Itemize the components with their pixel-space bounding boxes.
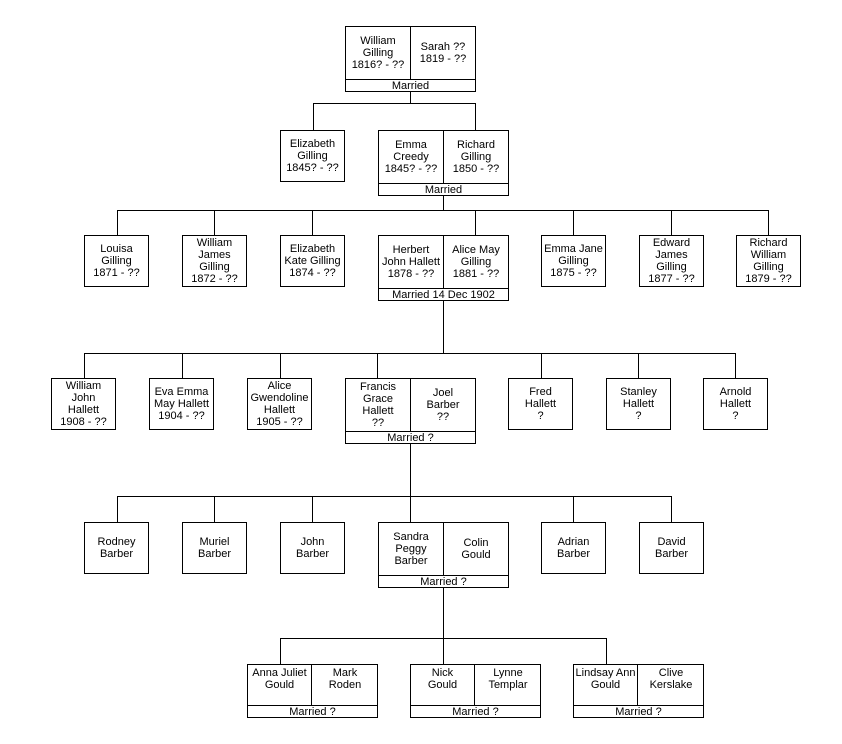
couple-francis-joel[interactable]: Francis Grace Hallett ?? Joel Barber ?? …: [345, 378, 476, 444]
person-elizabeth-kate-gilling[interactable]: Elizabeth Kate Gilling 1874 - ??: [280, 235, 345, 287]
connector: [606, 638, 607, 664]
connector: [475, 103, 476, 130]
person-emma-creedy: Emma Creedy 1845? - ??: [379, 131, 444, 183]
person-colin-gould: Colin Gould: [461, 537, 491, 561]
person-sarah: Sarah ?? 1819 - ??: [419, 41, 467, 65]
person-fred-hallett[interactable]: Fred Hallett ?: [508, 378, 573, 430]
connector: [312, 496, 313, 522]
connector: [735, 353, 736, 378]
person-john-barber[interactable]: John Barber: [280, 522, 345, 574]
person-william-gilling: William Gilling 1816? - ??: [346, 27, 411, 79]
person-muriel-barber[interactable]: Muriel Barber: [182, 522, 247, 574]
person-william-james-gilling[interactable]: William James Gilling 1872 - ??: [182, 235, 247, 287]
connector: [573, 496, 574, 522]
connector: [117, 496, 118, 522]
connector: [214, 496, 215, 522]
marriage-label: Married ?: [411, 705, 540, 718]
connector: [312, 210, 313, 235]
connector: [443, 183, 444, 210]
person-joel-barber: Joel Barber ??: [426, 387, 460, 423]
marriage-label: Married: [346, 79, 475, 92]
person-alice-may-gilling: Alice May Gilling 1881 - ??: [452, 244, 500, 280]
person-lynne-templar: Lynne Templar: [488, 667, 528, 691]
person-alice-gwendoline-hallett[interactable]: Alice Gwendoline Hallett 1905 - ??: [247, 378, 312, 430]
connector: [313, 103, 314, 130]
couple-sandra-colin[interactable]: Sandra Peggy Barber Colin Gould Married …: [378, 522, 509, 588]
marriage-label: Married: [379, 183, 508, 196]
connector: [377, 353, 378, 378]
connector: [214, 210, 215, 235]
person-edward-james-gilling[interactable]: Edward James Gilling 1877 - ??: [639, 235, 704, 287]
person-emma-jane-gilling[interactable]: Emma Jane Gilling 1875 - ??: [541, 235, 606, 287]
connector: [475, 210, 476, 235]
person-william-john-hallett[interactable]: William John Hallett 1908 - ??: [51, 378, 116, 430]
marriage-label: Married ?: [574, 705, 703, 718]
couple-lindsay-clive[interactable]: Lindsay Ann Gould Clive Kerslake Married…: [573, 664, 704, 718]
person-mark-roden: Mark Roden: [328, 667, 362, 691]
connector: [117, 496, 672, 497]
marriage-label: Married ?: [248, 705, 377, 718]
couple-anna-mark[interactable]: Anna Juliet Gould Mark Roden Married ?: [247, 664, 378, 718]
person-herbert-john-hallett: Herbert John Hallett 1878 - ??: [379, 236, 444, 288]
person-louisa-gilling[interactable]: Louisa Gilling 1871 - ??: [84, 235, 149, 287]
person-sandra-peggy-barber: Sandra Peggy Barber: [379, 523, 444, 575]
connector: [84, 353, 85, 378]
connector: [117, 210, 118, 235]
couple-emma-richard[interactable]: Emma Creedy 1845? - ?? Richard Gilling 1…: [378, 130, 509, 196]
connector: [280, 353, 281, 378]
connector: [117, 210, 769, 211]
connector: [443, 300, 444, 353]
person-richard-william-gilling[interactable]: Richard William Gilling 1879 - ??: [736, 235, 801, 287]
marriage-label: Married ?: [346, 431, 475, 444]
person-adrian-barber[interactable]: Adrian Barber: [541, 522, 606, 574]
person-elizabeth-gilling[interactable]: Elizabeth Gilling 1845? - ??: [280, 130, 345, 182]
connector: [638, 353, 639, 378]
connector: [182, 353, 183, 378]
connector: [768, 210, 769, 235]
connector: [443, 587, 444, 638]
connector: [541, 353, 542, 378]
couple-nick-lynne[interactable]: Nick Gould Lynne Templar Married ?: [410, 664, 541, 718]
couple-william-sarah[interactable]: William Gilling 1816? - ?? Sarah ?? 1819…: [345, 26, 476, 92]
person-francis-grace-hallett: Francis Grace Hallett ??: [346, 379, 411, 431]
connector: [573, 210, 574, 235]
person-richard-gilling: Richard Gilling 1850 - ??: [452, 139, 500, 175]
person-eva-emma-may-hallett[interactable]: Eva Emma May Hallett 1904 - ??: [149, 378, 214, 430]
couple-herbert-alice[interactable]: Herbert John Hallett 1878 - ?? Alice May…: [378, 235, 509, 301]
person-anna-juliet-gould: Anna Juliet Gould: [248, 665, 312, 705]
marriage-label: Married ?: [379, 575, 508, 588]
connector: [443, 638, 444, 664]
person-arnold-hallett[interactable]: Arnold Hallett ?: [703, 378, 768, 430]
connector: [671, 210, 672, 235]
connector: [410, 443, 411, 496]
person-david-barber[interactable]: David Barber: [639, 522, 704, 574]
connector: [313, 103, 476, 104]
connector: [280, 638, 281, 664]
person-rodney-barber[interactable]: Rodney Barber: [84, 522, 149, 574]
connector: [410, 496, 411, 522]
person-lindsay-ann-gould: Lindsay Ann Gould: [574, 665, 638, 705]
connector: [671, 496, 672, 522]
person-clive-kerslake: Clive Kerslake: [649, 667, 693, 691]
person-stanley-hallett[interactable]: Stanley Hallett ?: [606, 378, 671, 430]
person-nick-gould: Nick Gould: [411, 665, 475, 705]
connector: [84, 353, 736, 354]
marriage-label: Married 14 Dec 1902: [379, 288, 508, 301]
